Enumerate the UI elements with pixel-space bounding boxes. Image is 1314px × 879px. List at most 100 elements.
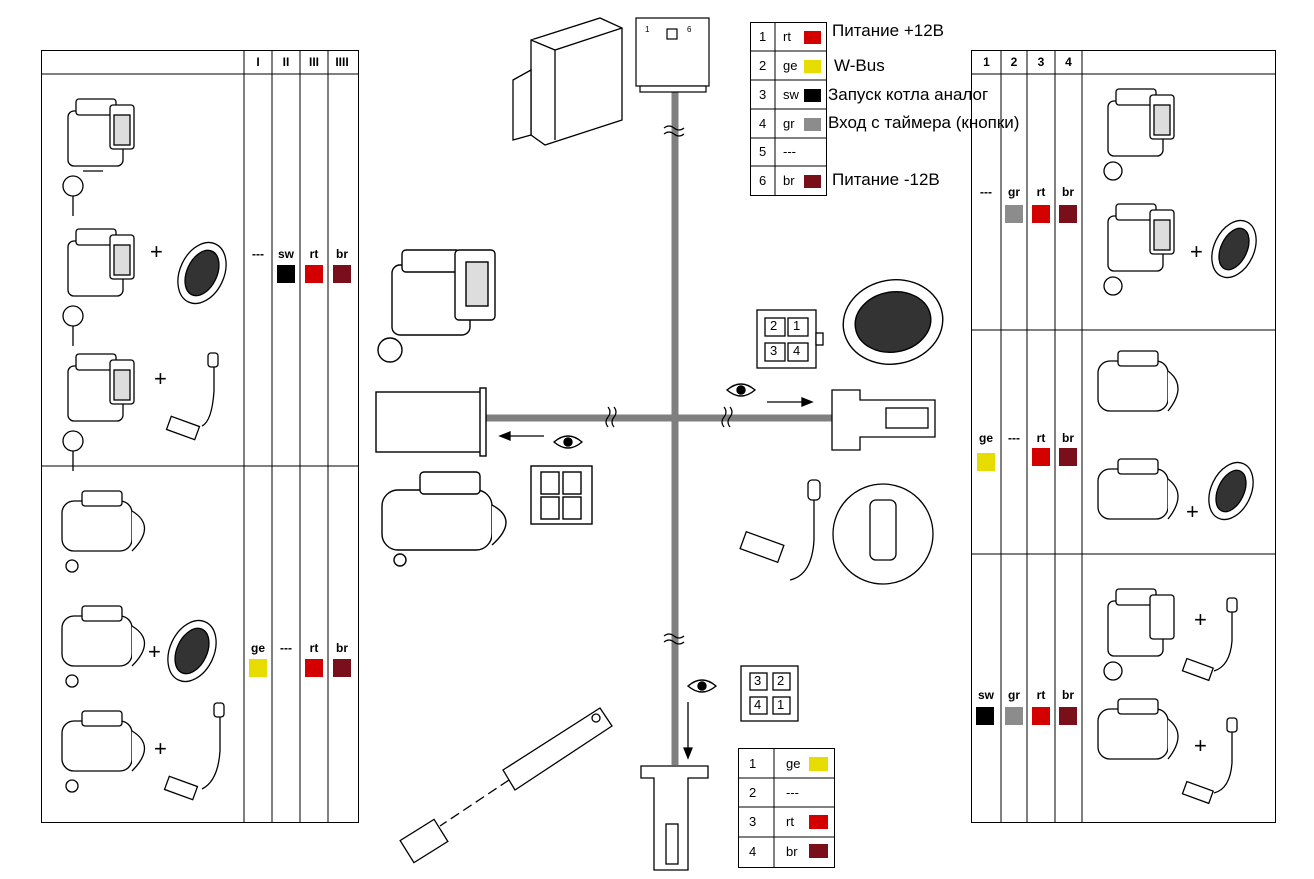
right-face-pin-a: 2 bbox=[770, 318, 778, 333]
right-s3-code-4: br bbox=[1062, 688, 1074, 702]
right-face-pin-c: 3 bbox=[770, 343, 778, 358]
legend-bottom-code-4: br bbox=[786, 844, 798, 859]
right-header-3: 3 bbox=[1037, 55, 1045, 69]
bottom-face-pin-a: 3 bbox=[754, 673, 762, 688]
right-header-4: 4 bbox=[1065, 55, 1072, 69]
left-s2-code-4: br bbox=[336, 641, 348, 655]
right-s3-code-2: gr bbox=[1008, 688, 1020, 702]
legend-top-swatch-ge bbox=[804, 60, 821, 73]
right-s1-code-2: gr bbox=[1008, 185, 1020, 199]
telestart-module bbox=[512, 17, 623, 146]
left-s1-swatch-br bbox=[333, 265, 351, 283]
right-heater-drawings bbox=[1097, 88, 1257, 805]
right-s2-swatch-rt bbox=[1032, 448, 1050, 466]
legend-bottom-swatch-rt bbox=[809, 815, 828, 829]
left-header-4: IIII bbox=[335, 55, 349, 69]
legend-bottom-code-1: ge bbox=[786, 756, 801, 771]
flat-cable bbox=[399, 707, 613, 864]
top-connector-pin-6: 6 bbox=[687, 25, 692, 34]
right-s1-code-3: rt bbox=[1036, 185, 1046, 199]
right-header-1: 1 bbox=[983, 55, 990, 69]
right-s2-swatch-br bbox=[1059, 448, 1077, 466]
left-compatibility-table: I II III IIII --- sw rt br ge --- rt br bbox=[41, 50, 359, 823]
left-header-3: III bbox=[308, 55, 319, 69]
right-s3-code-3: rt bbox=[1036, 688, 1046, 702]
right-s1-swatch-gr bbox=[1005, 205, 1023, 223]
legend-top-code-5: --- bbox=[783, 144, 796, 159]
legend-bottom-num-3: 3 bbox=[749, 814, 757, 829]
legend-top-num-1: 1 bbox=[759, 29, 767, 44]
left-s1-swatch-rt bbox=[305, 265, 323, 283]
left-plus-1: + bbox=[150, 239, 163, 264]
right-face-pin-d: 4 bbox=[793, 343, 801, 358]
left-s1-code-2: sw bbox=[277, 247, 294, 261]
left-s1-code-3: rt bbox=[309, 247, 319, 261]
legend-top-label-3: Запуск котла аналог bbox=[828, 85, 989, 104]
pin-legend-bottom: 1 2 3 4 ge --- rt br bbox=[738, 748, 835, 868]
legend-top-code-3: sw bbox=[783, 87, 799, 102]
top-connector-pin-1: 1 bbox=[645, 25, 650, 34]
bottom-face-pin-d: 1 bbox=[777, 697, 785, 712]
right-s3-swatch-br bbox=[1059, 707, 1077, 725]
left-plus-2: + bbox=[154, 366, 167, 391]
left-plus-3: + bbox=[148, 639, 161, 664]
left-s2-code-1: ge bbox=[250, 641, 265, 655]
legend-top-code-2: ge bbox=[783, 58, 798, 73]
right-s2-code-1: ge bbox=[978, 431, 993, 445]
bottom-face-pin-b: 2 bbox=[777, 673, 785, 688]
right-s1-swatch-br bbox=[1059, 205, 1077, 223]
legend-bottom-code-3: rt bbox=[786, 814, 794, 829]
left-header-2: II bbox=[282, 55, 290, 69]
legend-bottom-swatch-br bbox=[809, 844, 828, 858]
right-s1-code-4: br bbox=[1062, 185, 1074, 199]
legend-top-num-4: 4 bbox=[759, 116, 767, 131]
legend-bottom-num-2: 2 bbox=[749, 785, 757, 800]
eye-icon bbox=[552, 383, 757, 693]
pin-legend-top-grid bbox=[751, 23, 826, 195]
left-s2-swatch-rt bbox=[305, 659, 323, 677]
left-s2-swatch-ge bbox=[249, 659, 267, 677]
left-s1-code-1: --- bbox=[252, 247, 264, 261]
left-header-1: I bbox=[256, 55, 260, 69]
legend-top-label-4: Вход с таймера (кнопки) bbox=[828, 113, 1020, 132]
right-plus-4: + bbox=[1194, 733, 1207, 758]
timer-device bbox=[842, 279, 944, 365]
right-s2-swatch-ge bbox=[977, 453, 995, 471]
left-s2-code-2: --- bbox=[280, 641, 292, 655]
left-s1-swatch-sw bbox=[277, 265, 295, 283]
right-plus-2: + bbox=[1186, 499, 1199, 524]
right-table-grid bbox=[972, 51, 1275, 822]
right-s3-swatch-sw bbox=[976, 707, 994, 725]
right-s3-swatch-gr bbox=[1005, 707, 1023, 725]
legend-top-label-6: Питание -12В bbox=[832, 170, 940, 189]
right-face-pin-b: 1 bbox=[793, 318, 801, 333]
legend-bottom-swatch-ge bbox=[809, 757, 828, 771]
right-s3-code-1: sw bbox=[977, 688, 994, 702]
left-s2-swatch-br bbox=[333, 659, 351, 677]
pin-legend-top: 1 2 3 4 5 6 rt ge sw gr --- br bbox=[750, 22, 827, 196]
left-heater-drawings bbox=[61, 98, 227, 801]
legend-top-swatch-rt bbox=[804, 31, 821, 44]
right-s1-code-1: --- bbox=[980, 185, 992, 199]
legend-bottom-num-4: 4 bbox=[749, 844, 757, 859]
legend-top-num-5: 5 bbox=[759, 144, 767, 159]
right-s1-swatch-rt bbox=[1032, 205, 1050, 223]
legend-top-code-6: br bbox=[783, 173, 795, 188]
right-s2-code-3: rt bbox=[1036, 431, 1046, 445]
left-s1-code-4: br bbox=[336, 247, 348, 261]
center-heater-bottom bbox=[381, 471, 507, 567]
right-compatibility-table: 1 2 3 4 --- gr rt br ge --- rt br sw gr … bbox=[971, 50, 1276, 823]
right-s2-code-4: br bbox=[1062, 431, 1074, 445]
legend-top-num-2: 2 bbox=[759, 58, 767, 73]
right-plus-1: + bbox=[1190, 239, 1203, 264]
legend-top-swatch-gr bbox=[804, 118, 821, 131]
bottom-face-pin-c: 4 bbox=[754, 697, 762, 712]
left-s2-code-3: rt bbox=[309, 641, 319, 655]
legend-top-code-1: rt bbox=[783, 29, 791, 44]
legend-top-num-6: 6 bbox=[759, 173, 767, 188]
legend-top-swatch-sw bbox=[804, 89, 821, 102]
center-heater-top bbox=[377, 249, 496, 363]
right-s2-code-2: --- bbox=[1008, 431, 1020, 445]
legend-top-label-1: Питание +12В bbox=[832, 21, 945, 40]
